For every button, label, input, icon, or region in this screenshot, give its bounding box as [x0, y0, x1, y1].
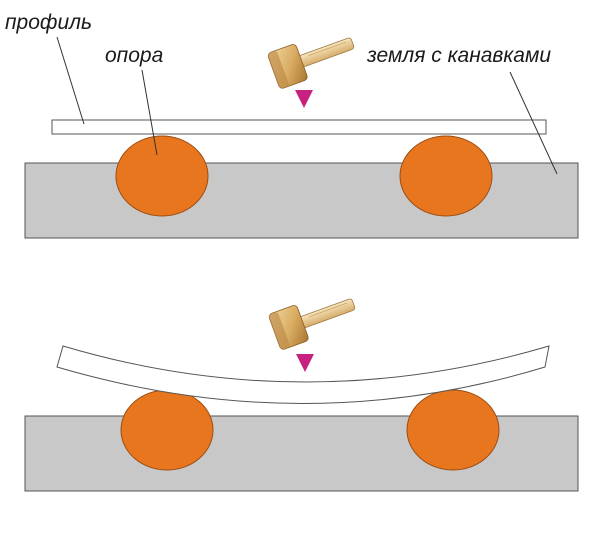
- support-right: [406, 389, 500, 471]
- scene-after: [24, 298, 579, 492]
- mallet-icon: [267, 37, 355, 89]
- label-ground: земля с канавками: [366, 44, 551, 67]
- ground-block: [24, 162, 579, 239]
- force-arrow-icon: [296, 354, 314, 372]
- support-right: [399, 135, 493, 217]
- leader-profile: [56, 36, 85, 125]
- support-left: [120, 389, 214, 471]
- leader-support: [141, 69, 158, 156]
- label-support: опора: [105, 44, 163, 67]
- profile-bent: [56, 345, 550, 404]
- label-profile: профиль: [5, 11, 92, 34]
- force-arrow-icon: [295, 90, 313, 108]
- leader-ground: [509, 71, 558, 175]
- profile-straight: [51, 119, 547, 135]
- labels: профиль опора земля с канавками: [5, 11, 558, 175]
- support-left: [115, 135, 209, 217]
- scene-before: [24, 37, 579, 239]
- mallet-icon: [268, 298, 356, 350]
